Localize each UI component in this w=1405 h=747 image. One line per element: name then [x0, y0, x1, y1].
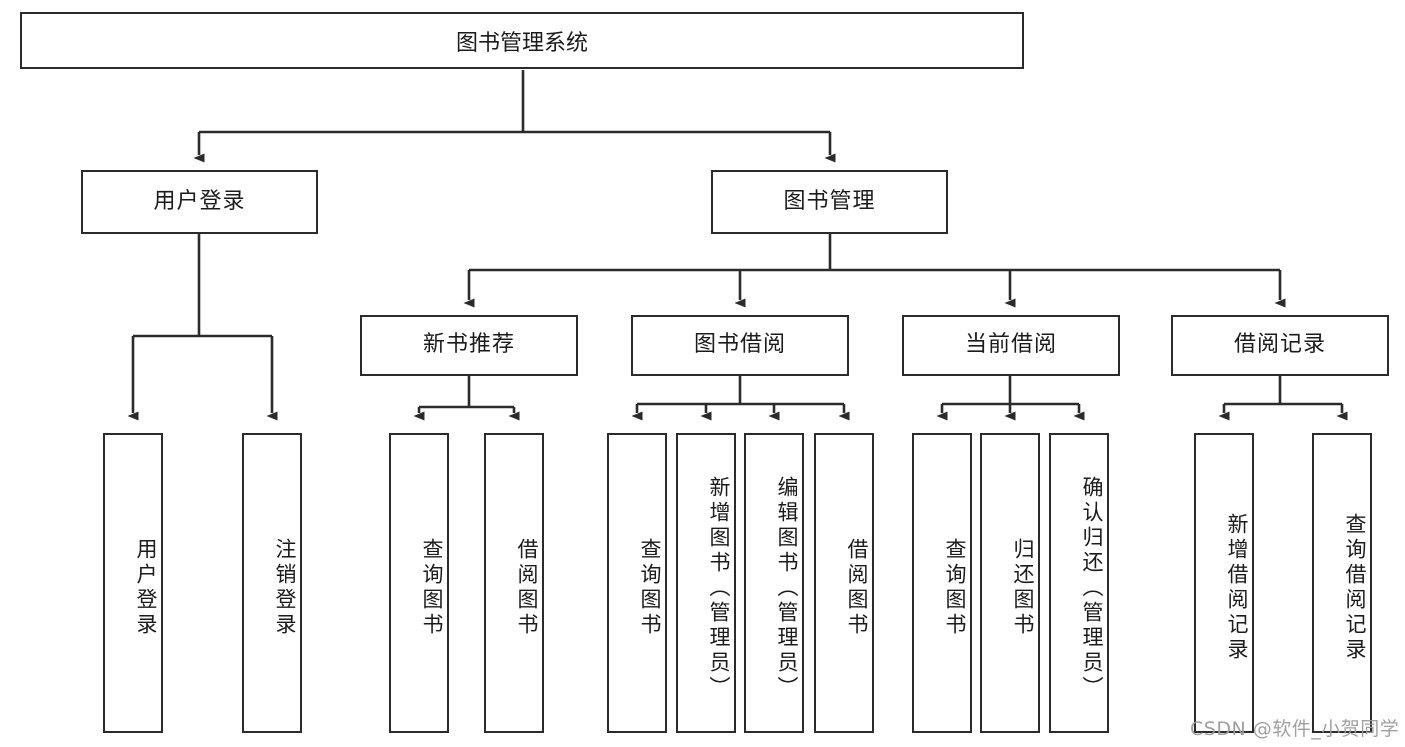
leaf-label: 查询图书 [943, 538, 967, 638]
leaf-label: 查询图书 [420, 538, 444, 638]
node-book-borrow[interactable]: 图书借阅 [631, 315, 849, 376]
leaf-label: 归还图书 [1011, 538, 1035, 638]
leaf-label: 查询图书 [638, 538, 662, 638]
leaf-current-borrow-query-book[interactable]: 查询图书 [912, 433, 972, 733]
leaf-user-login-logout[interactable]: 注销登录 [242, 433, 302, 733]
node-current-borrow[interactable]: 当前借阅 [902, 315, 1120, 376]
node-root-system[interactable]: 图书管理系统 [20, 12, 1024, 69]
node-user-login-label: 用户登录 [153, 188, 246, 214]
leaf-label: 注销登录 [273, 538, 297, 638]
node-book-management[interactable]: 图书管理 [711, 170, 948, 234]
leaf-borrow-record-query-record[interactable]: 查询借阅记录 [1312, 433, 1372, 733]
leaf-label: 借阅图书 [515, 538, 539, 638]
node-user-login[interactable]: 用户登录 [81, 170, 318, 234]
leaf-book-borrow-edit-book[interactable]: 编辑图书（管理员） [744, 433, 804, 733]
leaf-user-login-login[interactable]: 用户登录 [103, 433, 163, 733]
leaf-book-borrow-add-book[interactable]: 新增图书（管理员） [676, 433, 736, 733]
node-new-book-recommend-label: 新书推荐 [422, 332, 515, 358]
leaf-label: 用户登录 [134, 538, 158, 638]
leaf-current-borrow-return-book[interactable]: 归还图书 [980, 433, 1040, 733]
leaf-current-borrow-confirm-return[interactable]: 确认归还（管理员） [1049, 433, 1109, 733]
leaf-label: 新增图书（管理员） [707, 475, 731, 701]
leaf-book-borrow-borrow-book[interactable]: 借阅图书 [814, 433, 874, 733]
leaf-label: 编辑图书（管理员） [775, 475, 799, 701]
leaf-book-borrow-query-book[interactable]: 查询图书 [607, 433, 667, 733]
node-root-label: 图书管理系统 [455, 30, 588, 56]
node-borrow-record[interactable]: 借阅记录 [1171, 315, 1389, 376]
node-borrow-record-label: 借阅记录 [1233, 332, 1326, 358]
leaf-label: 新增借阅记录 [1225, 513, 1249, 663]
node-book-borrow-label: 图书借阅 [693, 332, 786, 358]
node-new-book-recommend[interactable]: 新书推荐 [360, 315, 578, 376]
leaf-new-book-borrow-book[interactable]: 借阅图书 [484, 433, 544, 733]
leaf-borrow-record-add-record[interactable]: 新增借阅记录 [1194, 433, 1254, 733]
leaf-label: 查询借阅记录 [1343, 513, 1367, 663]
leaf-label: 确认归还（管理员） [1080, 475, 1104, 701]
csdn-watermark: CSDN @软件_小贺同学 [1190, 718, 1400, 740]
node-current-borrow-label: 当前借阅 [964, 332, 1057, 358]
leaf-label: 借阅图书 [845, 538, 869, 638]
leaf-new-book-query-book[interactable]: 查询图书 [389, 433, 449, 733]
node-book-management-label: 图书管理 [783, 188, 876, 214]
